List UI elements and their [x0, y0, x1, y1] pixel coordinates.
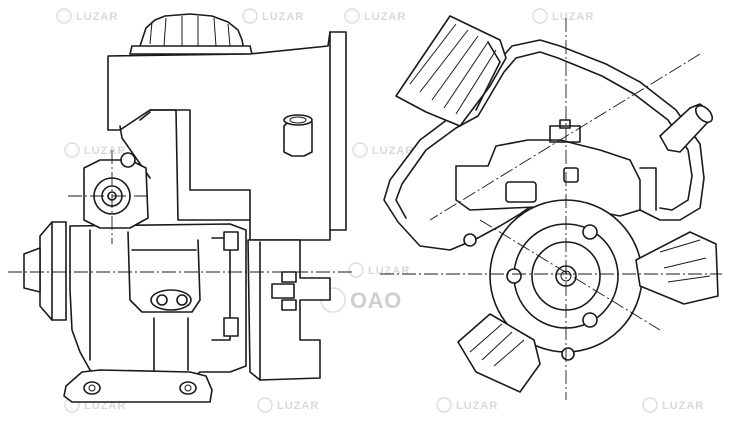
- svg-text:LUZAR: LUZAR: [76, 11, 118, 23]
- bolt-hole: [582, 312, 598, 328]
- bolt-hole: [506, 268, 522, 284]
- svg-text:LUZAR: LUZAR: [662, 400, 704, 412]
- svg-text:LUZAR: LUZAR: [84, 145, 126, 157]
- pump-front-view: [380, 15, 722, 400]
- watermark-logo: LUZAR: [257, 397, 319, 413]
- watermark-logo: LUZAR: [348, 262, 410, 278]
- watermark-logo: LUZAR: [242, 8, 304, 24]
- svg-text:LUZAR: LUZAR: [364, 11, 406, 23]
- svg-text:LUZAR: LUZAR: [368, 265, 410, 277]
- valve-block: [455, 139, 641, 217]
- svg-text:LUZAR: LUZAR: [552, 11, 594, 23]
- watermark-site: ОАО: [320, 287, 402, 313]
- svg-text:LUZAR: LUZAR: [456, 400, 498, 412]
- watermark-logo: LUZAR: [352, 142, 414, 158]
- mounting-flange: [63, 369, 213, 403]
- pump-side-view: [8, 13, 352, 403]
- svg-text:LUZAR: LUZAR: [262, 11, 304, 23]
- svg-text:LUZAR: LUZAR: [372, 145, 414, 157]
- watermark-logo: LUZAR: [532, 8, 594, 24]
- svg-text:LUZAR: LUZAR: [84, 400, 126, 412]
- bolt-hole: [582, 224, 598, 240]
- reservoir-cap-front: [395, 15, 507, 127]
- watermark-logo: LUZAR: [56, 8, 118, 24]
- watermark-logo: LUZAR: [436, 397, 498, 413]
- watermark-logo: LUZAR: [64, 142, 126, 158]
- svg-text:LUZAR: LUZAR: [277, 400, 319, 412]
- watermark-logo: LUZAR: [344, 8, 406, 24]
- bolt-hole: [463, 233, 477, 247]
- bolt-hole: [561, 347, 575, 361]
- pulley-hub: [39, 221, 67, 321]
- svg-text:ОАО: ОАО: [350, 288, 402, 313]
- watermark-logo: LUZAR: [642, 397, 704, 413]
